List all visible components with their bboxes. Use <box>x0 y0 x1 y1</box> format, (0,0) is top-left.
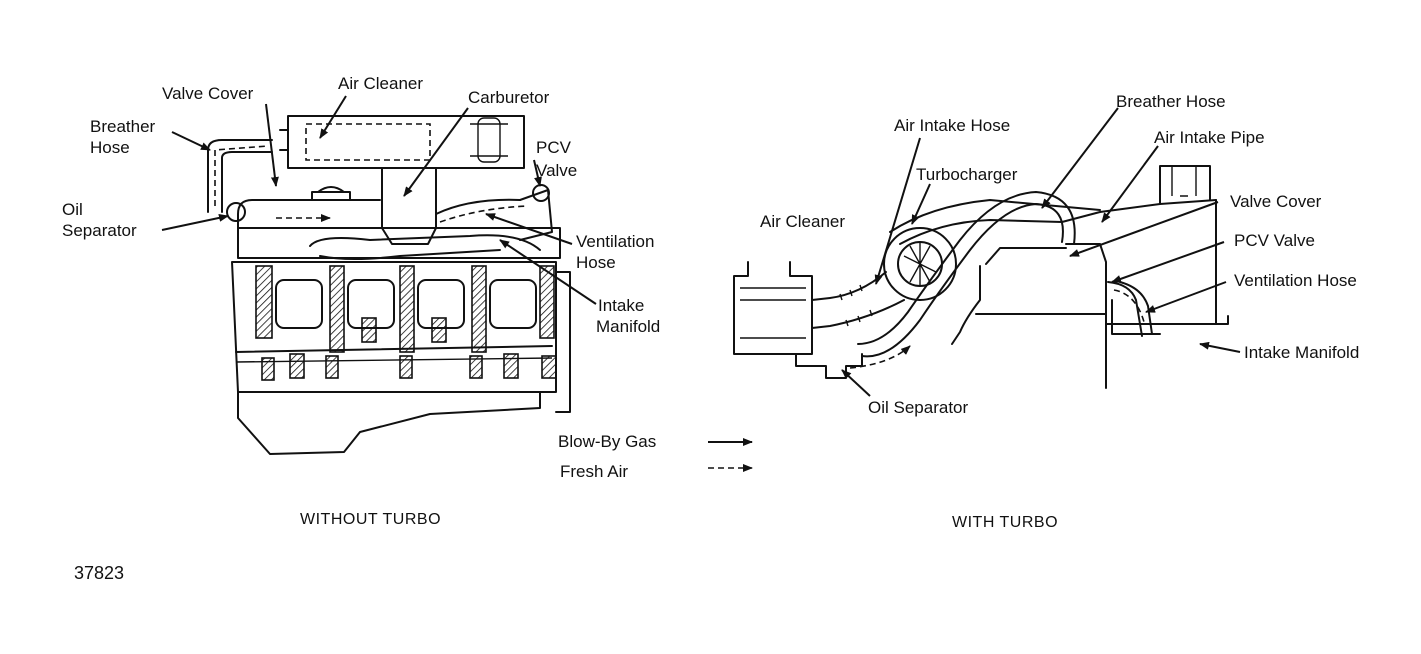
turbo-breather-hose <box>861 203 1064 358</box>
oil-separator-fitting <box>226 202 246 222</box>
label-valve-cover-right: Valve Cover <box>1230 192 1322 211</box>
label-ventilation-hose-left-2: Hose <box>576 253 616 272</box>
engine-with-turbo <box>733 165 1229 389</box>
caption-with-turbo: WITH TURBO <box>952 514 1059 531</box>
engine-block <box>231 261 557 393</box>
legend-fresh-air: Fresh Air <box>560 462 629 481</box>
turbocharger-housing <box>883 227 957 301</box>
label-breather-hose-left-2: Hose <box>90 138 130 157</box>
breather-hose <box>207 139 273 213</box>
caption-without-turbo: WITHOUT TURBO <box>300 511 442 528</box>
valve-cover <box>237 199 381 229</box>
figure-number: 37823 <box>74 563 125 583</box>
label-oil-separator-left-1: Oil <box>62 200 83 219</box>
label-intake-manifold-right: Intake Manifold <box>1244 343 1360 362</box>
legend-graphics <box>708 438 753 472</box>
air-intake-pipe <box>889 199 1101 233</box>
label-breather-hose-right: Breather Hose <box>1116 92 1226 111</box>
valve-spring-5 <box>539 265 555 339</box>
air-cleaner-filter <box>305 123 431 161</box>
label-oil-separator-left-2: Separator <box>62 221 137 240</box>
label-ventilation-hose-left-1: Ventilation <box>576 232 655 251</box>
label-pcv-valve-left-1: PCV <box>536 138 571 157</box>
label-intake-manifold-left-2: Manifold <box>596 317 661 336</box>
valve-spring-4 <box>471 265 487 353</box>
label-pcv-valve-left-2: Valve <box>536 161 578 180</box>
label-oil-separator-right: Oil Separator <box>868 398 969 417</box>
label-breather-hose-left-1: Breather <box>90 117 156 136</box>
air-cleaner-element <box>477 117 501 163</box>
air-intake-hose-lower <box>811 299 905 329</box>
label-air-intake-hose: Air Intake Hose <box>894 116 1011 135</box>
legend-blow-by-gas: Blow-By Gas <box>558 432 657 451</box>
label-turbocharger: Turbocharger <box>916 165 1018 184</box>
label-air-intake-pipe: Air Intake Pipe <box>1154 128 1265 147</box>
cylinder-head-deck <box>237 227 561 259</box>
valve-spring-1 <box>255 265 273 339</box>
engine-without-turbo <box>207 115 571 455</box>
turbo-cylinder-head <box>1065 243 1107 389</box>
label-air-cleaner-right: Air Cleaner <box>760 212 846 231</box>
air-cleaner-housing <box>287 115 525 169</box>
label-pcv-valve-right: PCV Valve <box>1234 231 1315 250</box>
label-valve-cover-left: Valve Cover <box>162 84 254 103</box>
turbo-oil-separator <box>795 353 863 379</box>
valve-spring-2 <box>329 265 345 353</box>
right-leader-lines <box>841 107 1241 397</box>
oil-pan <box>237 391 541 455</box>
label-intake-manifold-left-1: Intake <box>598 296 645 315</box>
valve-spring-3 <box>399 265 415 353</box>
label-air-cleaner-left: Air Cleaner <box>338 74 424 93</box>
air-intake-hose-upper <box>811 271 887 301</box>
turbo-valve-cover <box>1061 199 1217 223</box>
label-ventilation-hose-right: Ventilation Hose <box>1234 271 1357 290</box>
intake-manifold-runner <box>309 234 541 251</box>
label-carburetor: Carburetor <box>468 88 550 107</box>
carburetor-body <box>381 167 437 229</box>
turbo-air-cleaner <box>733 261 813 355</box>
left-leader-lines <box>161 95 597 305</box>
